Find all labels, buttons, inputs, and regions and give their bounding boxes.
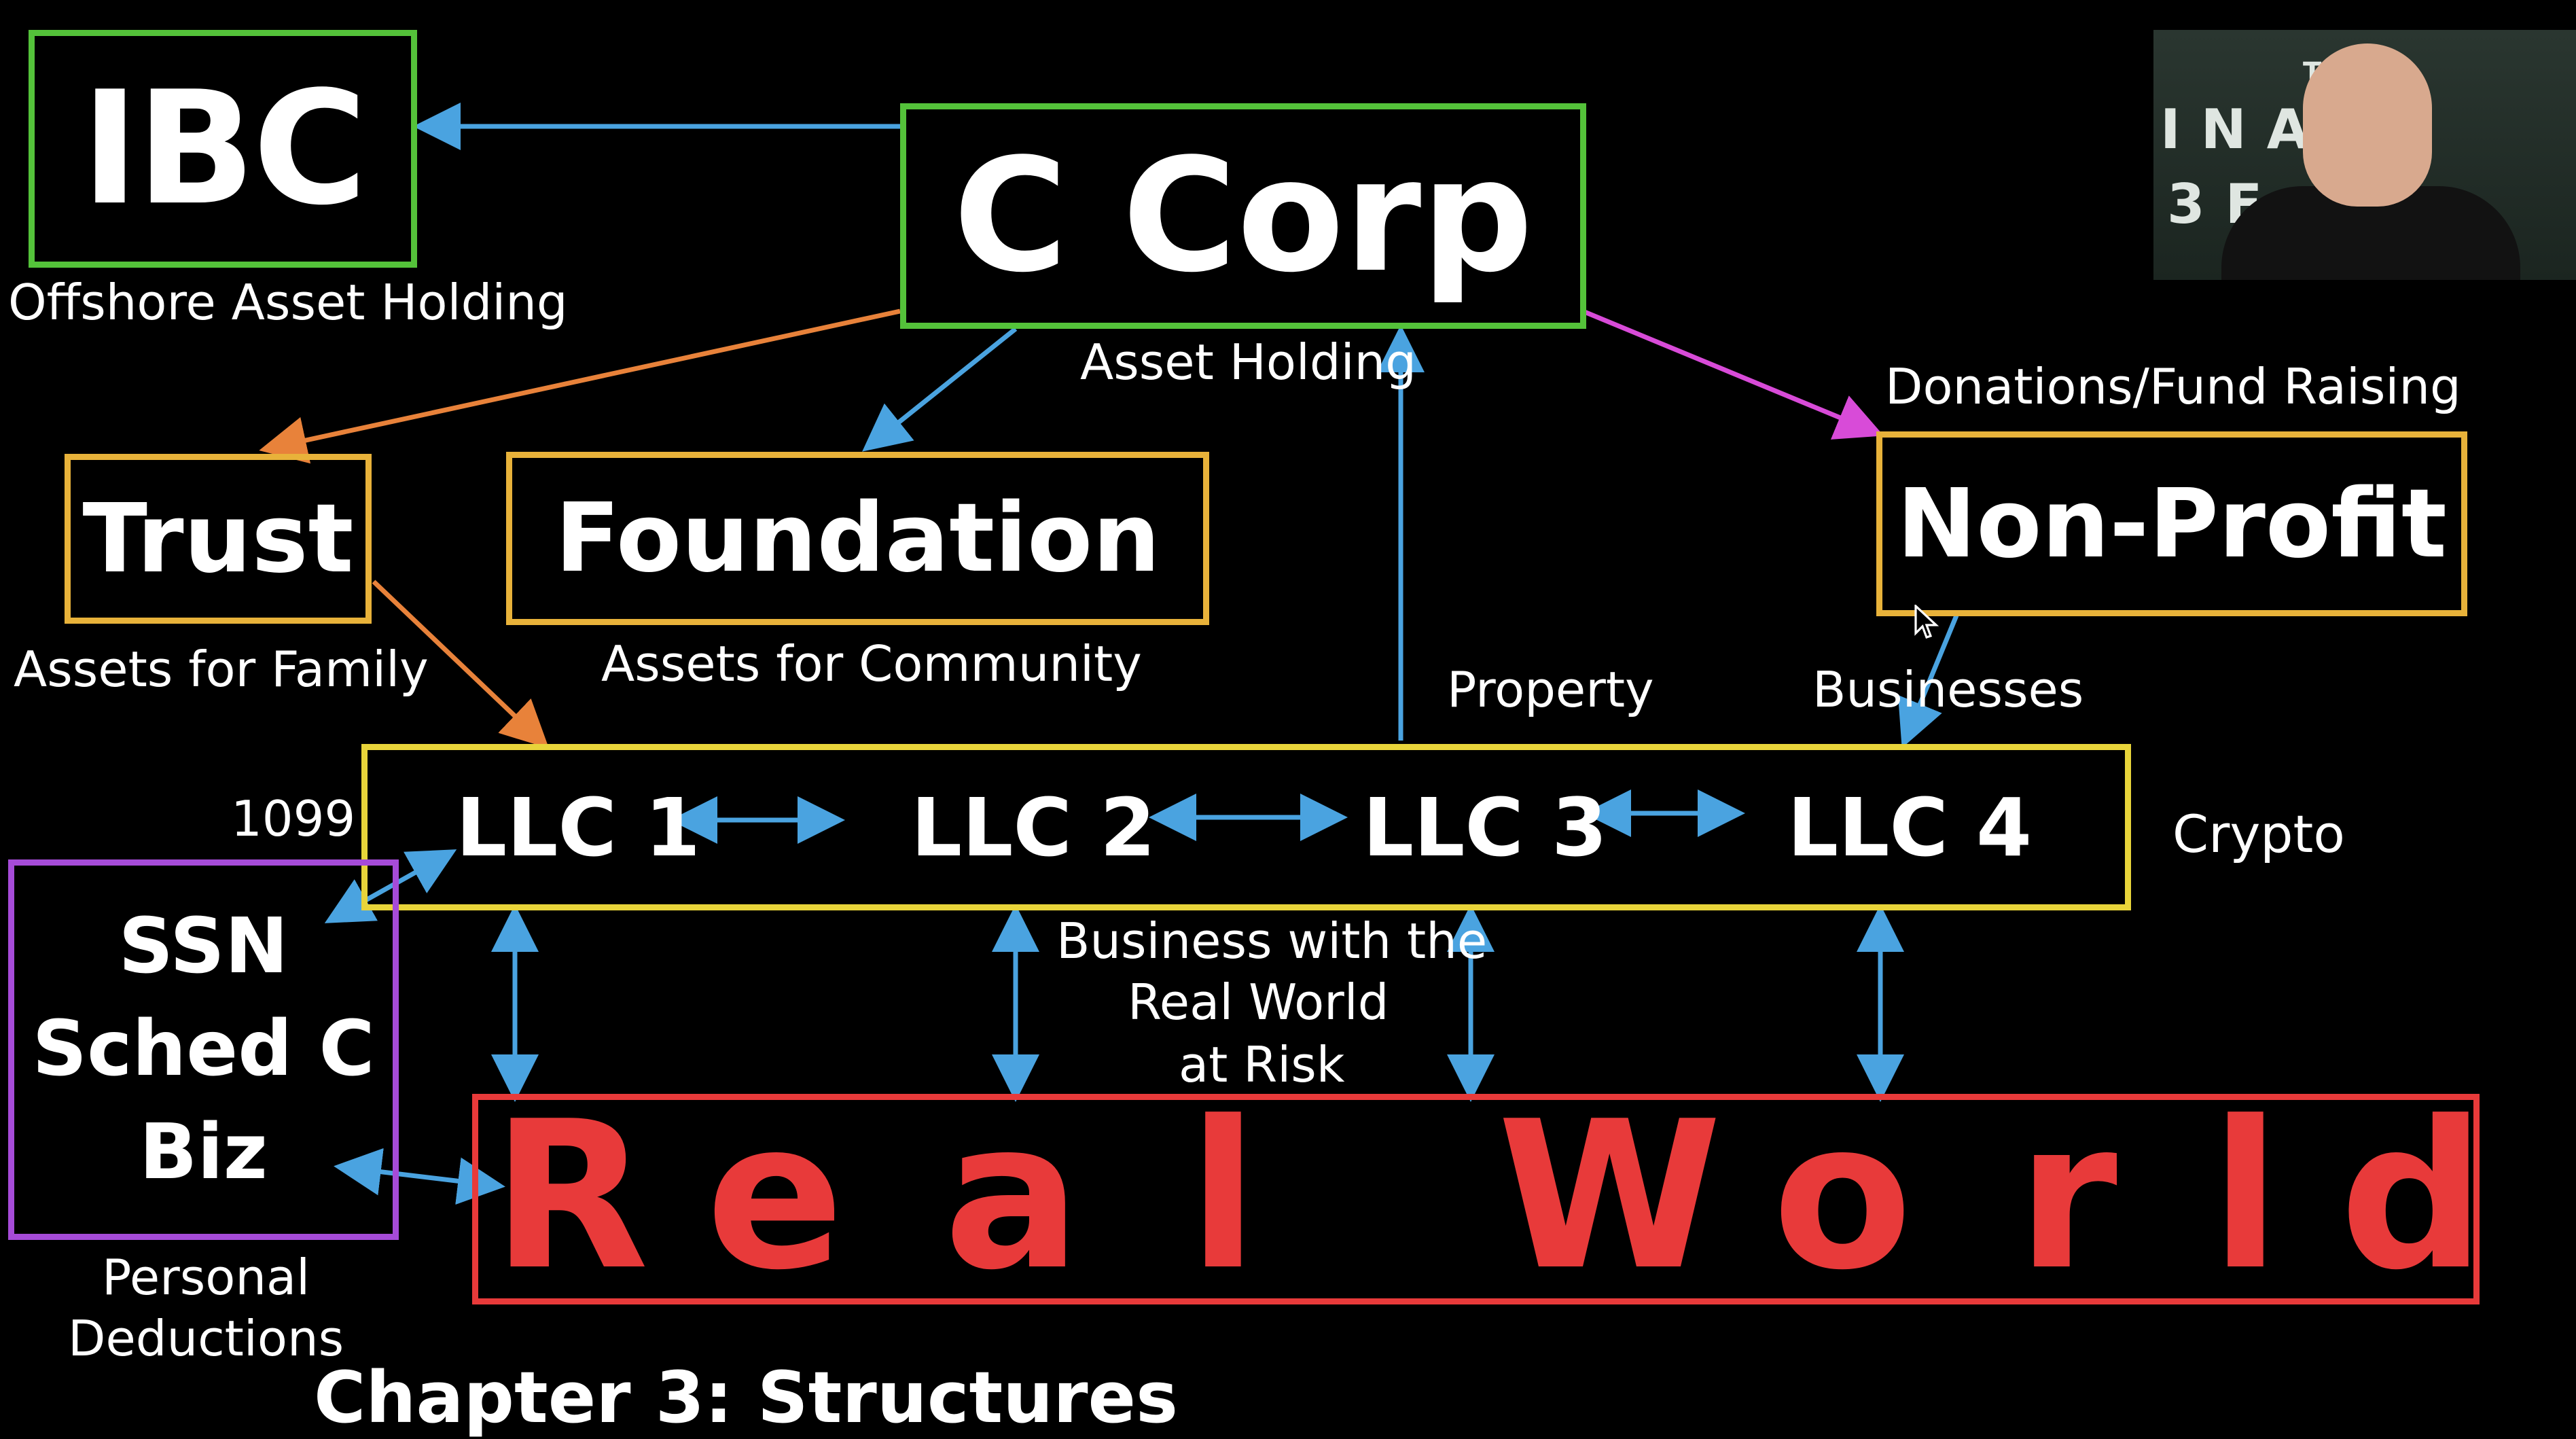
mouse-cursor-icon (1914, 605, 1939, 639)
arrow-ccorp-to-foundation (862, 327, 1018, 452)
llc-1-label: LLC 1 (456, 780, 701, 874)
webcam-overlay: T INANC 3E IC (2153, 30, 2576, 280)
ssn-box: SSN Sched C Biz (8, 859, 399, 1240)
businesses-label: Businesses (1812, 661, 2084, 718)
nonprofit-box: Non-Profit (1876, 431, 2467, 616)
business-risk-line-1: Business with the (1056, 912, 1488, 970)
ssn-line-1: SSN (118, 902, 289, 991)
llc-4-label: LLC 4 (1787, 780, 2033, 874)
foundation-box: Foundation (506, 452, 1209, 625)
realworld-letter-w: W (1497, 1078, 1722, 1315)
arrow-ssn-llc1 (324, 849, 457, 923)
foundation-title: Foundation (555, 483, 1160, 594)
trust-caption: Assets for Family (14, 641, 429, 698)
ssn-line-3: Biz (139, 1107, 268, 1196)
arrow-trust-to-llc (372, 580, 550, 749)
property-label: Property (1447, 661, 1654, 718)
ccorp-caption: Asset Holding (1080, 334, 1416, 391)
llc-container: LLC 1 LLC 2 LLC 3 LLC 4 (361, 744, 2131, 910)
realworld-letter-l1: l (1188, 1078, 1258, 1315)
presenter-head (2303, 43, 2432, 207)
ssn-caption-2: Deductions (68, 1310, 344, 1367)
form-1099-label: 1099 (231, 790, 356, 847)
ccorp-title: C Corp (953, 125, 1533, 307)
chapter-title: Chapter 3: Structures (314, 1356, 1178, 1439)
nonprofit-caption: Donations/Fund Raising (1885, 358, 2461, 415)
llc-2-label: LLC 2 (911, 780, 1156, 874)
realworld-letter-o: o (1772, 1078, 1913, 1315)
arrow-ccorp-to-trust (259, 308, 901, 464)
llc-3-label: LLC 3 (1363, 780, 1608, 874)
trust-title: Trust (82, 483, 354, 594)
crypto-label: Crypto (2172, 804, 2345, 864)
nonprofit-title: Non-Profit (1897, 468, 2447, 580)
trust-box: Trust (65, 454, 372, 624)
ibc-title: IBC (81, 58, 368, 240)
realworld-letter-r: R (492, 1078, 649, 1315)
ibc-box: IBC (29, 30, 417, 268)
realworld-letter-r2: r (2017, 1078, 2117, 1315)
arrow-ssn-realworld (334, 1148, 505, 1205)
realworld-letter-a: a (944, 1078, 1081, 1315)
business-risk-line-3: at Risk (1179, 1036, 1345, 1093)
arrow-nonprofit-to-llc (1897, 614, 1959, 748)
ssn-line-2: Sched C (32, 1005, 375, 1094)
realworld-letter-d: d (2340, 1078, 2486, 1315)
ssn-caption-1: Personal (102, 1249, 310, 1306)
foundation-caption: Assets for Community (601, 635, 1142, 692)
arrow-ccorp-to-nonprofit (1581, 308, 1884, 440)
realworld-letter-e: e (706, 1078, 844, 1315)
ccorp-box: C Corp (900, 103, 1586, 329)
business-risk-line-2: Real World (1128, 974, 1389, 1031)
realworld-box: R e a l W o r l d (472, 1078, 2486, 1315)
realworld-letter-l2: l (2211, 1078, 2280, 1315)
ibc-caption: Offshore Asset Holding (8, 274, 568, 331)
